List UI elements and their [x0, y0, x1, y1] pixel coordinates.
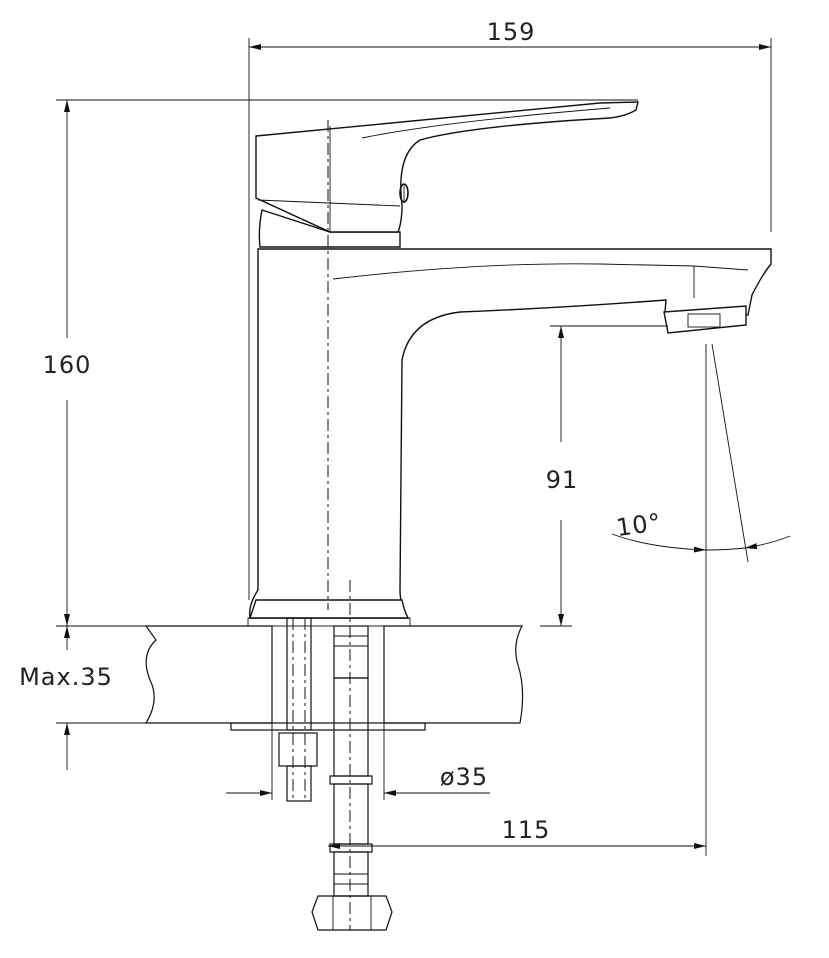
- dim-angle: 10°: [611, 343, 791, 563]
- dim-max-thickness-label: Max.35: [19, 663, 113, 691]
- dim-spout-height-label: 91: [546, 466, 579, 494]
- dim-height-label: 160: [43, 351, 92, 379]
- countertop-left: [144, 625, 273, 724]
- flexible-hose: [311, 625, 393, 931]
- dim-width: 159: [248, 18, 772, 600]
- dim-hole-diameter: ø35: [226, 723, 490, 800]
- dim-reach: 115: [328, 344, 707, 856]
- countertop-right: [383, 625, 524, 724]
- countertop-section: [144, 625, 524, 731]
- dim-width-label: 159: [487, 18, 536, 46]
- dim-height: 160: [43, 99, 638, 627]
- stud-bolt: [278, 617, 318, 802]
- mounting-washer: [230, 722, 426, 731]
- dim-angle-label: 10°: [614, 508, 663, 542]
- dim-spout-height: 91: [540, 325, 668, 627]
- dim-reach-label: 115: [502, 816, 551, 844]
- dim-hole-diameter-label: ø35: [440, 763, 488, 791]
- faucet-body: [247, 101, 772, 627]
- dim-max-thickness: Max.35: [19, 626, 146, 770]
